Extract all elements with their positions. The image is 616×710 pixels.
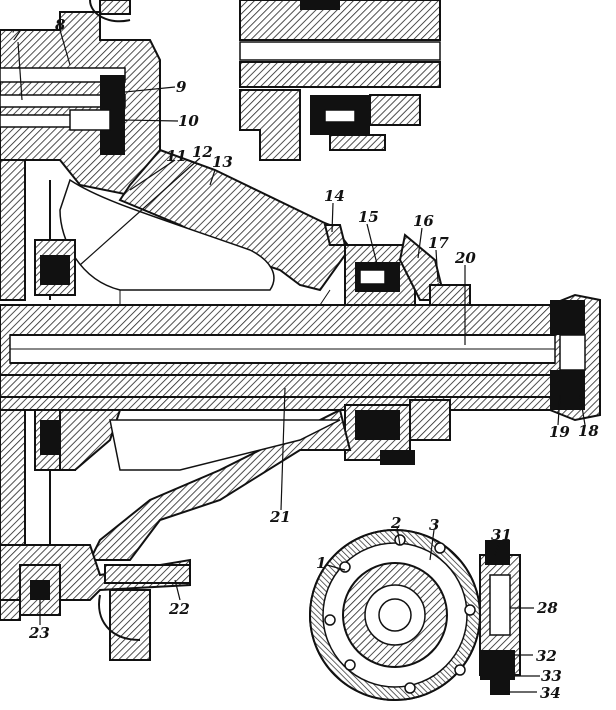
callout-15: 15 [358,208,379,226]
callout-labels: 7 8 9 10 11 12 13 14 15 16 17 20 19 18 2… [11,16,599,702]
conical-housing [59,148,352,306]
callout-17: 17 [428,234,449,252]
callout-13: 13 [212,153,233,171]
leader-lines [17,29,586,693]
callout-11: 11 [166,147,187,165]
lower-housing [0,408,352,661]
callout-14: 14 [324,187,345,205]
callout-1: 1 [316,554,326,572]
callout-10: 10 [178,112,199,130]
callout-23: 23 [28,624,50,642]
callout-32: 32 [536,647,557,665]
main-shaft [0,293,601,422]
callout-31: 31 [491,526,512,544]
end-view-disc [309,529,521,701]
callout-22: 22 [168,600,190,618]
inset-top-detail [239,0,441,161]
callout-18: 18 [578,422,599,440]
callout-12: 12 [192,143,213,161]
callout-19: 19 [549,423,570,441]
callout-8: 8 [55,16,66,34]
callout-28: 28 [536,599,558,617]
callout-20: 20 [454,249,476,267]
callout-3: 3 [429,516,439,534]
callout-7: 7 [11,26,22,44]
callout-16: 16 [413,212,434,230]
callout-9: 9 [176,78,187,96]
shaft-bearings [323,224,471,465]
callout-21: 21 [269,508,291,526]
callout-33: 33 [541,667,562,685]
callout-34: 34 [540,684,561,702]
callout-2: 2 [390,514,401,532]
